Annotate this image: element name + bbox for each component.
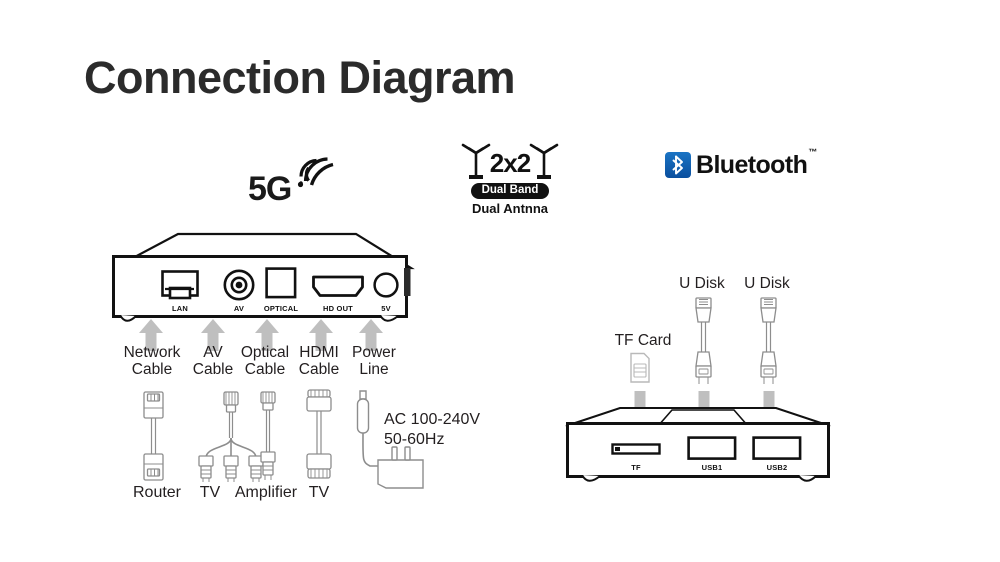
arrow-up-icon bbox=[139, 319, 163, 351]
port-label-hdout: HD OUT bbox=[323, 304, 353, 313]
destination-label-tv-av: TV bbox=[199, 484, 221, 501]
rca-jack-icon bbox=[223, 269, 255, 301]
port-label-5v: 5V bbox=[381, 304, 391, 313]
tv-box-side-panel: TF USB1 USB2 bbox=[566, 422, 830, 478]
power-spec: AC 100-240V 50-60Hz bbox=[384, 411, 481, 448]
cable-label-network: Network Cable bbox=[123, 344, 181, 379]
cable-label-optical: Optical Cable bbox=[240, 344, 290, 379]
mimo-label: 2x2 bbox=[489, 148, 531, 178]
arrow-up-icon bbox=[201, 319, 225, 351]
tf-card-slot-icon bbox=[611, 443, 661, 455]
wifi-5g-label: 5G bbox=[248, 170, 292, 208]
power-adapter-icon bbox=[356, 390, 424, 489]
hdmi-port-icon bbox=[312, 275, 364, 297]
rj45-port-icon bbox=[161, 270, 199, 300]
tv-box-side-feet bbox=[581, 475, 817, 482]
page-title: Connection Diagram bbox=[84, 52, 516, 103]
optical-cable-icon bbox=[260, 391, 276, 480]
destination-label-amplifier: Amplifier bbox=[234, 484, 298, 501]
dc-power-jack-icon bbox=[373, 272, 399, 298]
arrow-up-icon bbox=[255, 319, 279, 351]
cable-label-hdmi: HDMI Cable bbox=[298, 344, 340, 379]
arrow-up-icon bbox=[359, 319, 383, 351]
antenna-icon bbox=[461, 143, 559, 179]
microsd-card-icon bbox=[630, 352, 650, 383]
port-label-usb1: USB1 bbox=[701, 463, 723, 472]
device-label-tf-card: TF Card bbox=[614, 332, 672, 349]
destination-label-router: Router bbox=[132, 484, 182, 501]
bluetooth-label: Bluetooth™ bbox=[696, 147, 817, 179]
usb-cable-icon bbox=[760, 297, 777, 384]
usb-port-icon bbox=[752, 436, 802, 460]
usb-port-icon bbox=[687, 436, 737, 460]
bluetooth-badge: Bluetooth™ bbox=[665, 147, 817, 179]
destination-label-tv-hdmi: TV bbox=[308, 484, 330, 501]
port-label-tf: TF bbox=[631, 463, 641, 472]
arrow-up-icon bbox=[309, 319, 333, 351]
av-rca-cable-icon bbox=[198, 391, 264, 482]
cable-label-av: AV Cable bbox=[192, 344, 234, 379]
hdmi-cable-icon bbox=[306, 389, 332, 479]
port-label-optical: OPTICAL bbox=[263, 304, 299, 313]
wifi-signal-icon bbox=[297, 157, 334, 188]
wifi-5g-badge: 5G bbox=[248, 148, 338, 208]
ethernet-cable-icon bbox=[143, 391, 164, 481]
bluetooth-icon bbox=[665, 152, 691, 178]
dual-band-pill: Dual Band bbox=[470, 182, 550, 200]
cable-label-power: Power Line bbox=[352, 344, 396, 379]
toslink-port-icon bbox=[265, 267, 297, 299]
port-label-usb2: USB2 bbox=[766, 463, 788, 472]
tv-box-feet bbox=[119, 315, 399, 322]
tv-box-side-tab bbox=[404, 268, 411, 296]
tv-box-rear-panel: LAN AV OPTICAL HD OUT 5V bbox=[112, 255, 408, 318]
dual-antenna-label: Dual Antnna bbox=[471, 201, 549, 217]
dual-band-badge: 2x2 Dual Band Dual Antnna bbox=[455, 140, 565, 216]
device-label-udisk-1: U Disk bbox=[679, 275, 725, 292]
port-label-av: AV bbox=[233, 304, 245, 313]
port-label-lan: LAN bbox=[171, 304, 188, 313]
usb-cable-icon bbox=[695, 297, 712, 384]
device-label-udisk-2: U Disk bbox=[744, 275, 790, 292]
